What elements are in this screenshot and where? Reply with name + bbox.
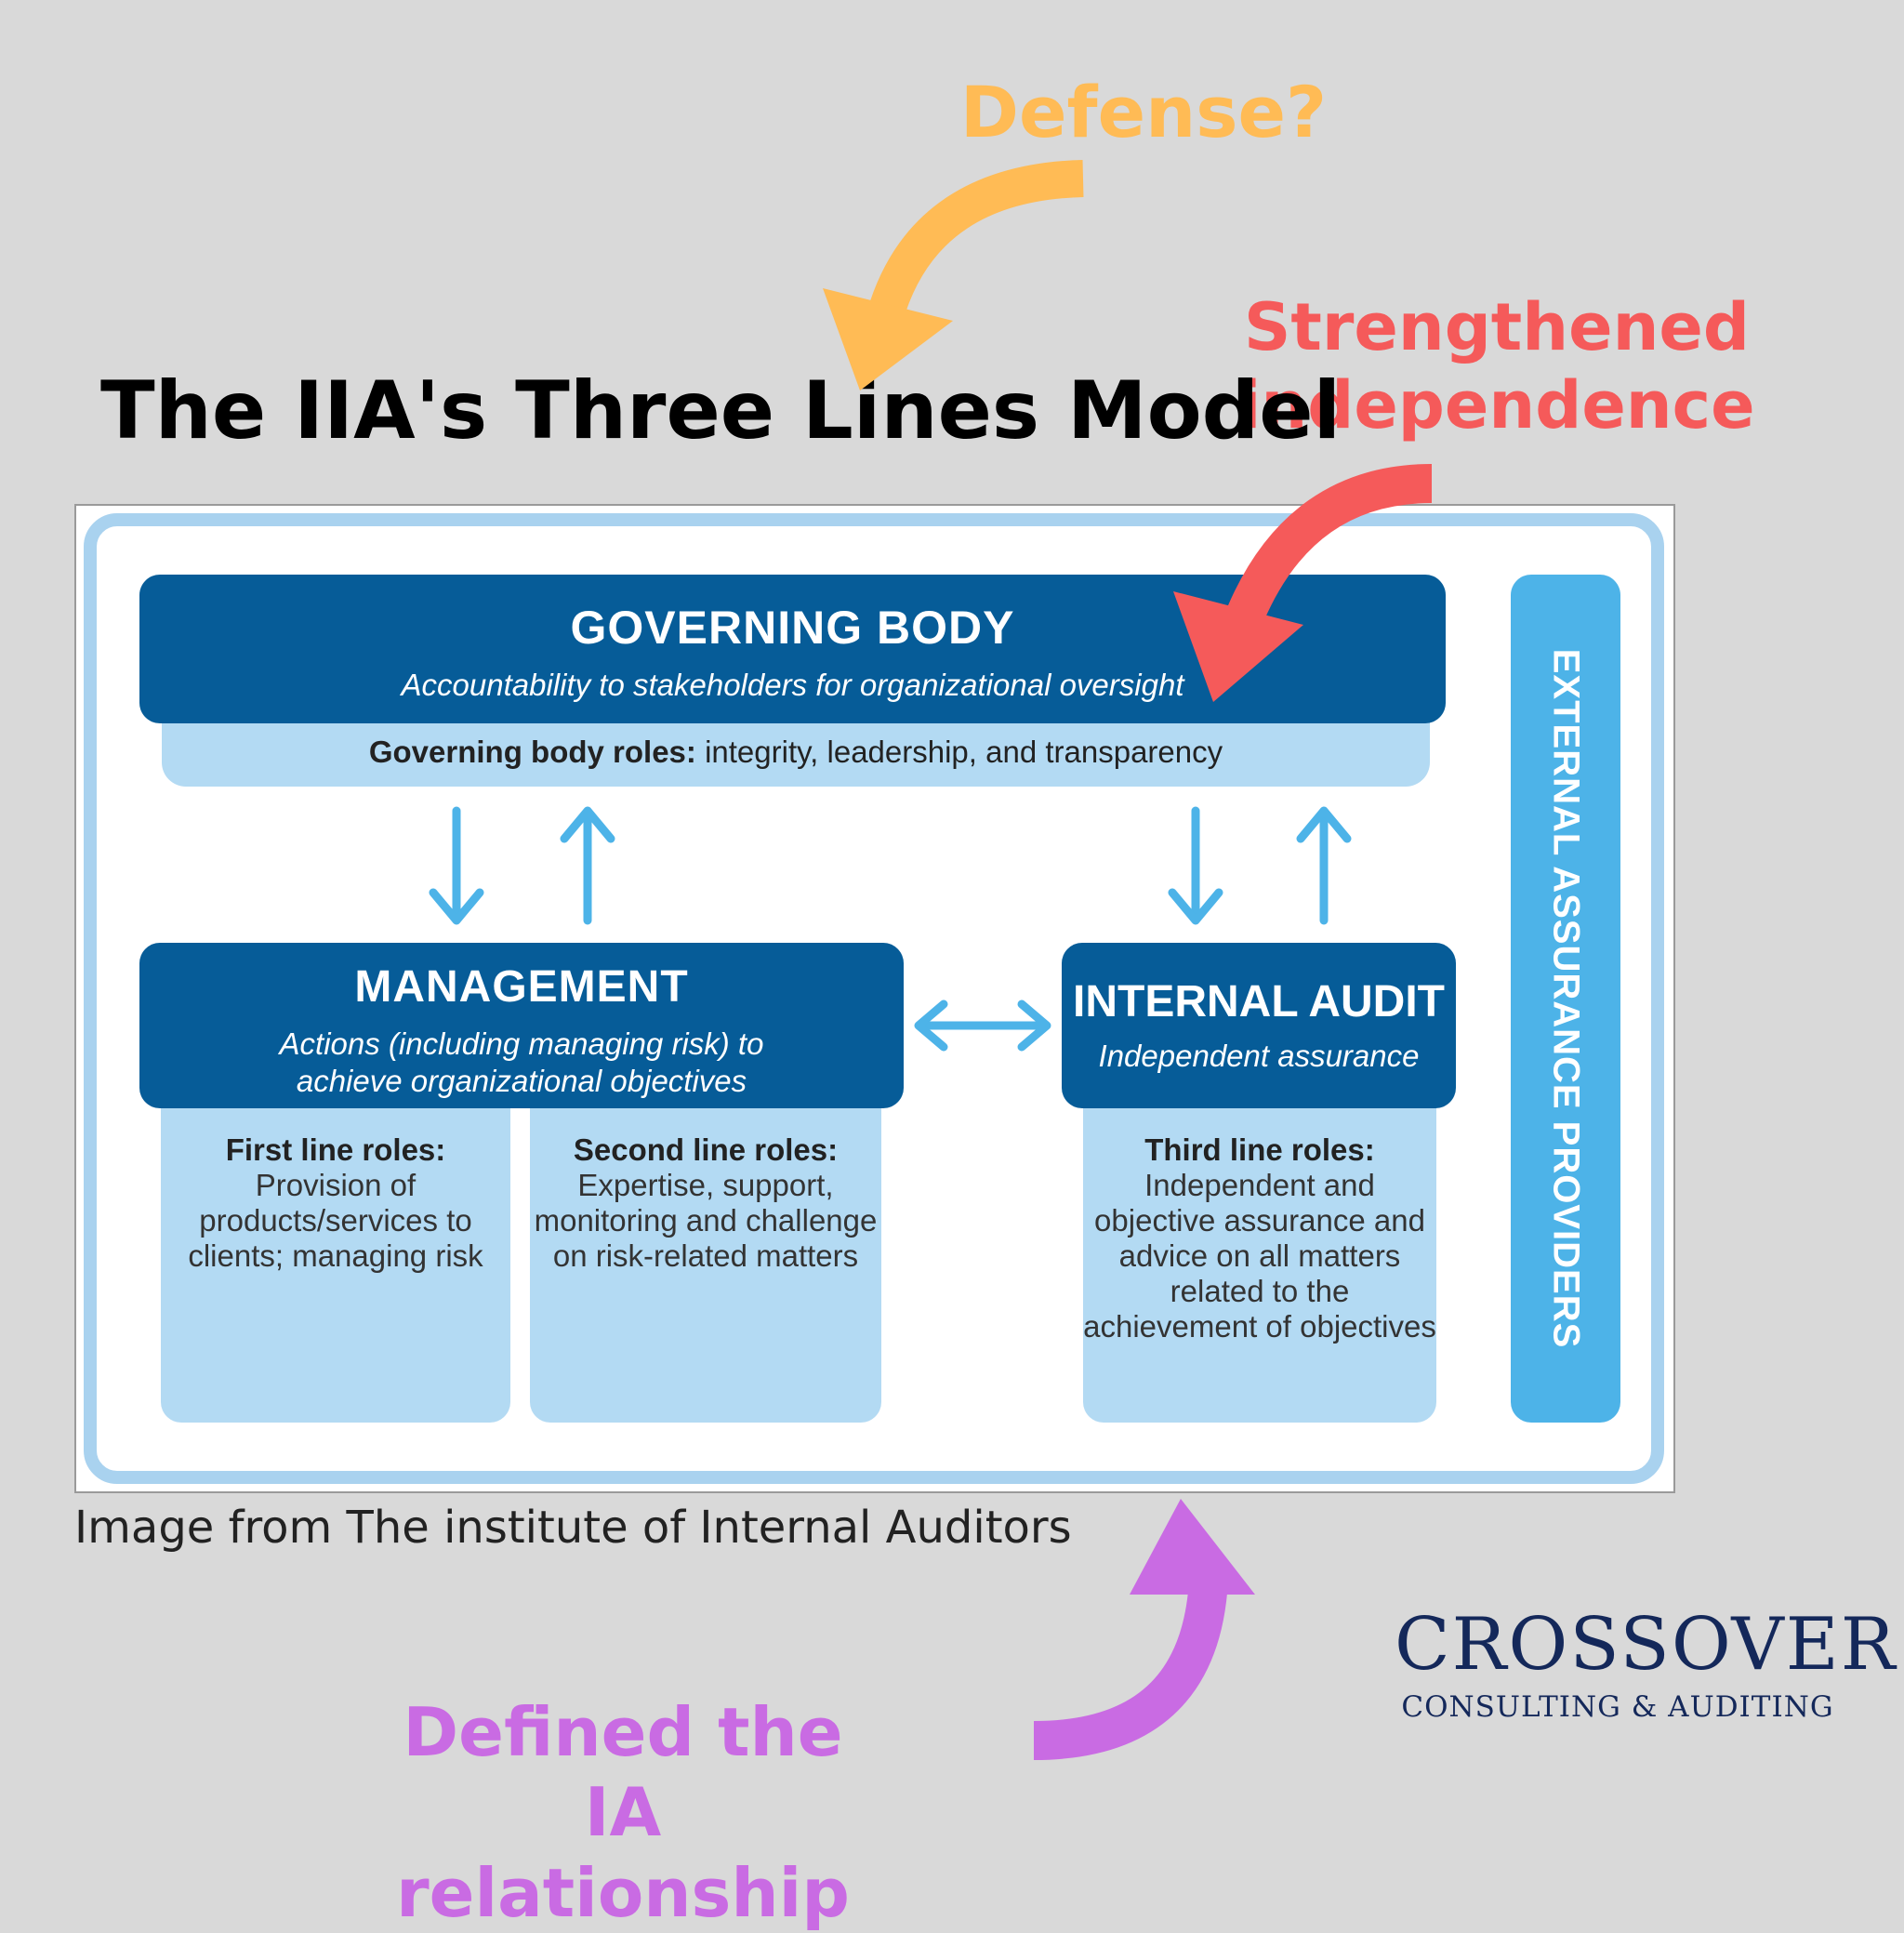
third-line-text: Independent and objective assurance and … (1083, 1168, 1436, 1344)
defined-arrow-icon (1033, 1499, 1255, 1760)
governing-body-roles-text: integrity, leadership, and transparency (705, 735, 1223, 769)
governing-body-roles-label: Governing body roles: (368, 735, 696, 769)
defense-arrow-icon (823, 160, 1084, 391)
third-line-roles: Third line roles:Independent and objecti… (1083, 1079, 1436, 1423)
annotation-strengthened-independence: Strengthened independence (1238, 289, 1755, 444)
internal-audit-subtitle: Independent assurance (1098, 1039, 1420, 1073)
second-line-roles: Second line roles:Expertise, support, mo… (530, 1079, 881, 1423)
internal-audit-title: INTERNAL AUDIT (1073, 977, 1445, 1026)
logo-name: CROSSOVER (1395, 1603, 1897, 1687)
third-line-label: Third line roles: (1144, 1132, 1375, 1167)
double-arrow-icon (914, 1000, 1051, 1052)
annotation-defense: Defense? (959, 71, 1328, 153)
governing-body-title: GOVERNING BODY (570, 602, 1015, 654)
arrow-down-management-icon (429, 806, 484, 925)
annotation-defined-relationship: Defined the IA relationship (396, 1693, 850, 1932)
first-line-roles: First line roles:Provision of products/s… (161, 1079, 510, 1423)
management-subtitle: Actions (including managing risk) to ach… (279, 1026, 764, 1098)
management-title: MANAGEMENT (354, 962, 689, 1012)
governing-body-subtitle: Accountability to stakeholders for organ… (401, 668, 1184, 702)
page-title: The IIA's Three Lines Model (100, 364, 1342, 457)
arrow-down-internal-audit-icon (1168, 806, 1223, 925)
internal-audit-box: INTERNAL AUDIT Independent assurance (1062, 943, 1456, 1108)
image-caption: Image from The institute of Internal Aud… (74, 1502, 1072, 1554)
first-line-text: Provision of products/services to client… (188, 1168, 483, 1273)
arrow-up-management-icon (560, 806, 615, 925)
independence-arrow-icon (1173, 464, 1433, 702)
arrow-up-internal-audit-icon (1296, 806, 1352, 925)
second-line-text: Expertise, support, monitoring and chall… (534, 1168, 878, 1273)
management-box: MANAGEMENT Actions (including managing r… (139, 943, 904, 1108)
second-line-label: Second line roles: (573, 1132, 839, 1167)
first-line-label: First line roles: (225, 1132, 446, 1167)
external-assurance-bar (1511, 575, 1620, 1423)
logo-tagline: CONSULTING & AUDITING (1401, 1690, 1834, 1724)
crossover-logo: CROSSOVER CONSULTING & AUDITING (1395, 1603, 1897, 1724)
